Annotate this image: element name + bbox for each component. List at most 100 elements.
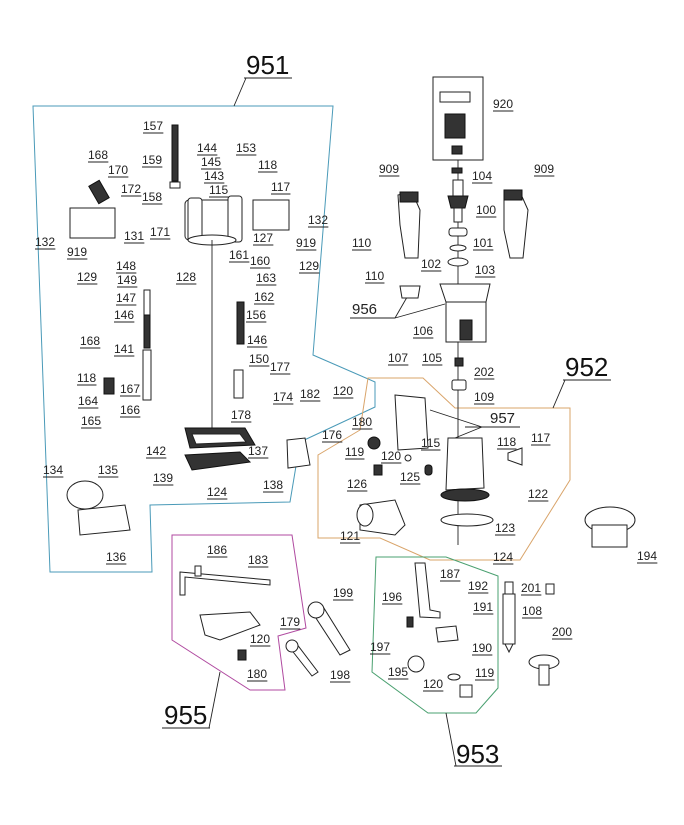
svg-text:128: 128 [176,270,196,284]
part-label: 145 [201,155,222,170]
svg-text:179: 179 [280,615,300,629]
svg-text:174: 174 [273,390,293,404]
carrying-case-part [584,506,636,548]
part-label: 122 [528,487,549,502]
svg-text:168: 168 [80,334,100,348]
part-label: 166 [120,403,141,418]
svg-text:146: 146 [114,308,134,322]
svg-text:121: 121 [340,529,360,543]
armature-part [447,167,469,267]
svg-text:186: 186 [207,543,227,557]
part-label: 147 [116,291,137,306]
svg-text:163: 163 [256,271,276,285]
part-label: 123 [495,521,516,536]
svg-text:957: 957 [490,410,515,427]
part-label: 120 [423,677,444,692]
svg-text:196: 196 [382,590,402,604]
depth-rod-part [169,124,181,189]
svg-text:180: 180 [352,415,372,429]
svg-text:119: 119 [475,666,494,680]
svg-text:187: 187 [440,567,460,581]
part-label: 194 [637,549,658,564]
wrench-large-part [307,601,351,656]
svg-text:195: 195 [388,665,408,679]
svg-text:104: 104 [472,169,492,183]
column-right-part [233,301,245,399]
part-label: 196 [382,590,403,605]
svg-text:110: 110 [365,269,384,283]
part-label: 104 [472,169,493,184]
svg-text:198: 198 [330,668,350,682]
svg-text:115: 115 [421,436,440,450]
part-label: 168 [88,148,109,163]
svg-text:126: 126 [347,477,367,491]
part-label: 174 [273,390,294,405]
part-label: 182 [300,387,321,402]
svg-text:117: 117 [271,180,290,194]
part-label: 118 [258,158,278,173]
part-label: 161 [229,248,250,263]
part-label: 132 [35,235,56,250]
svg-text:102: 102 [421,257,441,271]
part-label: 110 [365,269,385,284]
svg-text:141: 141 [114,342,134,356]
part-label: 180 [247,667,268,682]
svg-text:117: 117 [531,431,550,445]
svg-text:123: 123 [495,521,515,535]
part-label: 126 [347,477,368,492]
svg-text:109: 109 [474,390,494,404]
svg-text:149: 149 [117,273,137,287]
part-label: 170 [108,163,129,178]
part-label: 162 [254,290,275,305]
part-label: 172 [121,182,142,197]
part-label: 160 [250,254,271,269]
part-label: 164 [78,394,99,409]
svg-text:118: 118 [258,158,277,172]
column-left-part [142,289,152,401]
part-label: 176 [322,428,343,443]
part-label: 156 [246,308,267,323]
part-label: 149 [117,273,138,288]
svg-text:120: 120 [423,677,443,691]
svg-text:953: 953 [456,739,499,769]
svg-text:110: 110 [352,236,371,250]
depth-stop-part [179,565,271,661]
part-label: 920 [493,97,514,112]
svg-text:120: 120 [381,449,401,463]
svg-text:144: 144 [197,141,217,155]
part-label: 120 [250,632,271,647]
part-label: 121 [340,529,361,544]
svg-text:132: 132 [35,235,55,249]
part-label: 202 [474,365,495,380]
part-label: 200 [552,625,573,640]
housing-right-part [503,189,529,259]
group-label-951: 951 [233,50,292,107]
part-label: 171 [150,225,171,240]
svg-text:145: 145 [201,155,221,169]
part-label: 109 [474,390,495,405]
svg-text:118: 118 [77,371,96,385]
part-label: 177 [270,360,291,375]
part-label: 125 [400,470,421,485]
centering-cone-part [528,654,560,686]
part-label: 158 [142,190,163,205]
svg-text:165: 165 [81,414,101,428]
part-label: 101 [473,236,494,251]
svg-text:200: 200 [552,625,572,639]
dust-hood-part [66,480,131,536]
part-label: 120 [333,384,354,399]
part-label: 192 [468,579,489,594]
svg-text:180: 180 [247,667,267,681]
part-label: 186 [207,543,228,558]
part-label: 132 [308,213,329,228]
svg-text:194: 194 [637,549,657,563]
part-label: 136 [106,550,127,565]
part-label: 108 [522,604,543,619]
svg-text:183: 183 [248,553,268,567]
part-label: 135 [98,463,119,478]
svg-text:176: 176 [322,428,342,442]
part-label: 919 [296,236,317,251]
svg-text:171: 171 [150,225,170,239]
part-label: 129 [77,270,98,285]
